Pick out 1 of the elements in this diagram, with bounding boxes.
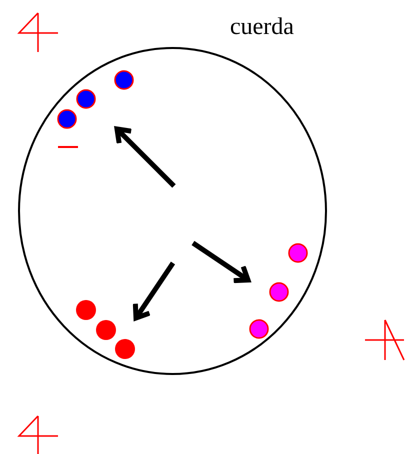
diagram-label: cuerda xyxy=(230,14,294,41)
